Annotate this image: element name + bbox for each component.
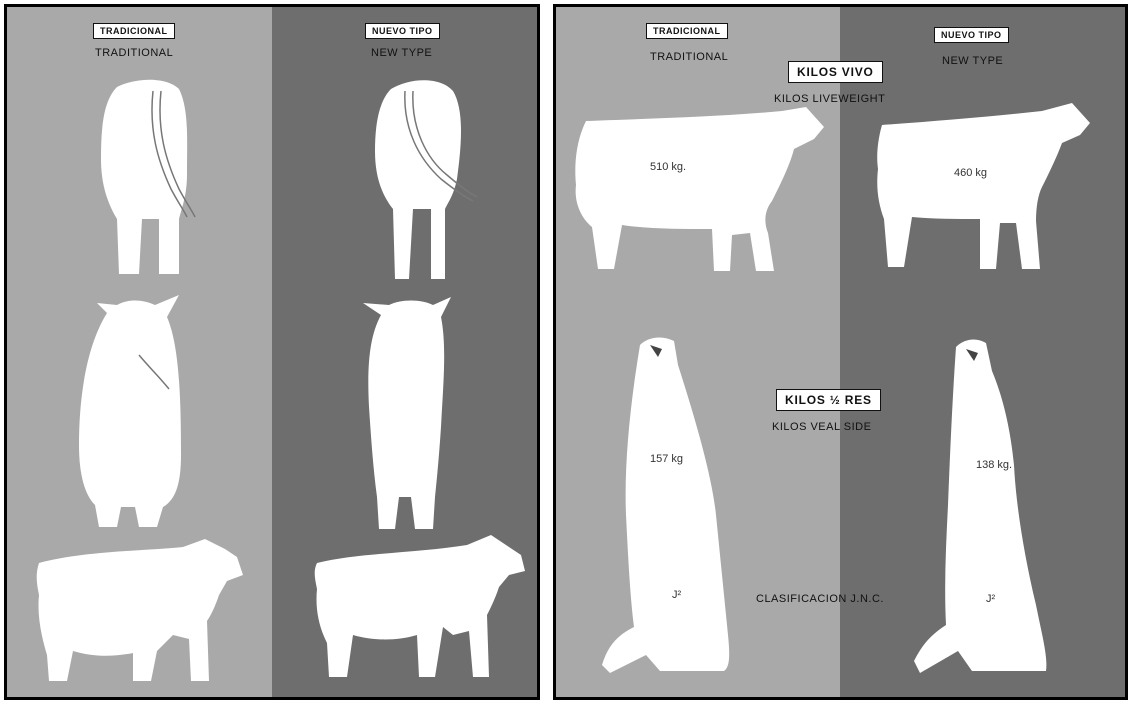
new-type-label-box: NUEVO TIPO [934, 27, 1009, 43]
traditional-cow-front-silhouette [77, 295, 187, 530]
new-type-label-box: NUEVO TIPO [365, 23, 440, 39]
live-weight-label-english: KILOS LIVEWEIGHT [774, 93, 885, 105]
half-carcass-label-english: KILOS VEAL SIDE [772, 421, 871, 433]
live-weight-label-box: KILOS VIVO [788, 61, 883, 83]
traditional-grade: J² [672, 589, 681, 601]
comparison-panel-weights: TRADICIONAL TRADITIONAL NUEVO TIPO NEW T… [553, 4, 1128, 700]
new-type-half-carcass-weight: 138 kg. [976, 459, 1012, 471]
traditional-half-carcass-weight: 157 kg [650, 453, 683, 465]
traditional-label-english: TRADITIONAL [650, 51, 728, 63]
grade-label: CLASIFICACION J.N.C. [756, 593, 884, 605]
traditional-carcass-silhouette [600, 335, 750, 675]
traditional-cow-rear-silhouette [87, 79, 207, 279]
traditional-cow-side-silhouette [33, 535, 253, 687]
comparison-panel-silhouettes: TRADICIONAL TRADITIONAL NUEVO TIPO NEW T… [4, 4, 540, 700]
traditional-label-english: TRADITIONAL [95, 47, 173, 59]
new-type-live-weight: 460 kg [954, 167, 987, 179]
new-type-cow-side-silhouette [307, 531, 527, 683]
traditional-live-weight: 510 kg. [650, 161, 686, 173]
new-type-carcass-silhouette [906, 335, 1056, 675]
traditional-label-box: TRADICIONAL [646, 23, 728, 39]
new-type-cow-rear-silhouette [361, 79, 481, 289]
new-type-label-english: NEW TYPE [942, 55, 1003, 67]
new-type-cow-live-silhouette [876, 103, 1096, 275]
new-type-label-english: NEW TYPE [371, 47, 432, 59]
new-type-grade: J² [986, 593, 995, 605]
half-carcass-label-box: KILOS ½ RES [776, 389, 881, 411]
traditional-cow-live-silhouette [568, 105, 828, 277]
traditional-label-box: TRADICIONAL [93, 23, 175, 39]
new-type-cow-front-silhouette [355, 297, 465, 532]
